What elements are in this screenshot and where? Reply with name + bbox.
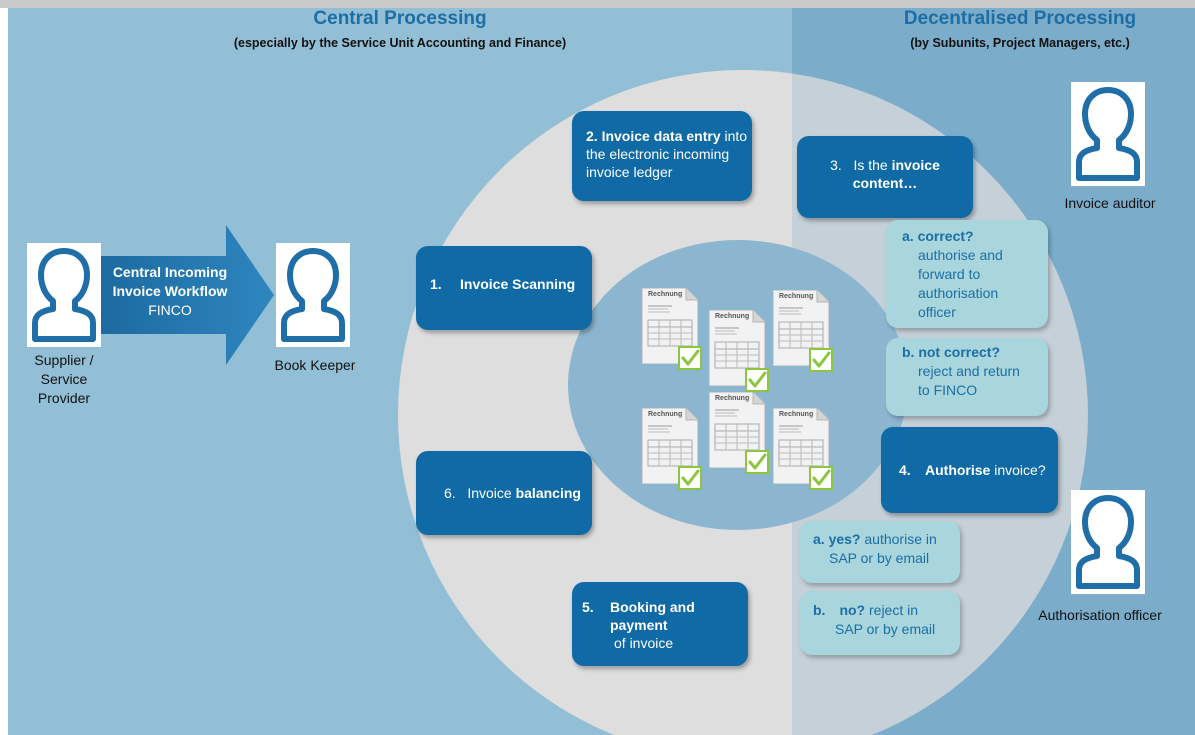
decentralised-processing-subtitle: (by Subunits, Project Managers, etc.)	[910, 36, 1130, 50]
step-label-line3: invoice ledger	[586, 164, 673, 180]
invoice-document-title: Rechnung	[715, 313, 750, 320]
invoice-document-title: Rechnung	[779, 411, 814, 418]
step-check-invoice-content: 3. Is the invoice content…	[797, 136, 973, 218]
officer-label: Authorisation officer	[1038, 607, 1162, 623]
option-letter: a.	[813, 531, 825, 547]
checkmark-icon	[678, 346, 702, 370]
checkmark-icon	[678, 466, 702, 490]
workflow-arrow	[98, 225, 274, 365]
supplier-person-icon	[27, 243, 101, 347]
step-label-bold1: invoice	[891, 157, 940, 173]
option-heading: a. correct?	[902, 228, 974, 244]
step-label-rest: of invoice	[614, 635, 674, 651]
auditor-person-icon	[1071, 82, 1145, 186]
step-invoice-scanning: 1. Invoice Scanning	[416, 246, 592, 330]
checkmark-icon	[745, 368, 769, 392]
invoice-document-title: Rechnung	[648, 411, 683, 418]
invoice-document-icon: Rechnung	[709, 310, 765, 386]
workflow-arrow-line2: Invoice Workflow	[112, 283, 228, 299]
officer-person-icon	[1071, 490, 1145, 594]
option-letter: b.	[813, 602, 826, 618]
step-label-bold: Authorise	[925, 462, 991, 478]
option-line2: SAP or by email	[835, 621, 936, 637]
invoice-document-icon: Rechnung	[642, 288, 698, 364]
supplier-label-line1: Supplier /	[34, 352, 94, 368]
step-authorise-no: b. no? reject in SAP or by email	[800, 591, 960, 655]
step-content-correct: a. correct? authorise and forward to aut…	[886, 220, 1048, 328]
option-line2: SAP or by email	[829, 550, 930, 566]
step-invoice-data-entry: 2. Invoice data entry into the electroni…	[572, 111, 752, 201]
step-label-bold2: content…	[852, 175, 918, 191]
workflow-arrow-line1: Central Incoming	[112, 264, 228, 280]
central-processing-subtitle: (especially by the Service Unit Accounti…	[233, 36, 567, 50]
invoice-document-title: Rechnung	[779, 293, 814, 300]
option-line2: to FINCO	[918, 382, 978, 398]
invoice-document-icon: Rechnung	[773, 290, 829, 366]
step-label-line2: the electronic incoming	[586, 146, 730, 162]
step-invoice-balancing: 6. Invoice balancing	[416, 451, 592, 535]
option-line1: reject and return	[918, 363, 1020, 379]
checkmark-icon	[809, 466, 833, 490]
step-label: Invoice Scanning	[460, 276, 576, 292]
option-rest: reject in	[865, 602, 919, 618]
bookkeeper-person-icon	[276, 243, 350, 347]
step-authorise-invoice: 4. Authorise invoice?	[881, 427, 1058, 513]
step-booking-and-payment: 5. Booking and payment of invoice	[572, 582, 748, 666]
option-rest: authorise in	[860, 531, 937, 547]
decentralised-processing-title: Decentralised Processing	[903, 8, 1137, 29]
step-label-bold2: payment	[610, 617, 668, 633]
supplier-label-line3: Provider	[37, 390, 91, 406]
step-label-rest: invoice?	[990, 462, 1046, 478]
checkmark-icon	[745, 450, 769, 474]
step-number: 5.	[582, 599, 594, 615]
option-line2: forward to	[918, 266, 981, 282]
step-label-rest: into	[720, 128, 748, 144]
step-label-prefix: 3. Is the	[830, 157, 892, 173]
checkmark-icon	[809, 348, 833, 372]
step-label-bold: 2. Invoice data entry	[586, 128, 721, 144]
central-processing-title: Central Processing	[313, 8, 487, 29]
step-content-not-correct: b. not correct? reject and return to FIN…	[886, 338, 1048, 416]
option-bold: no?	[839, 602, 866, 618]
invoice-document-icon: Rechnung	[709, 392, 765, 468]
step-number: 1.	[430, 276, 442, 292]
step-label-bold1: Booking and	[610, 599, 695, 615]
option-bold: yes?	[828, 531, 861, 547]
step-number: 4.	[899, 462, 911, 478]
invoice-document-title: Rechnung	[715, 395, 750, 402]
step-label-prefix: 6. Invoice	[444, 485, 516, 501]
bookkeeper-label: Book Keeper	[274, 357, 356, 373]
step-authorise-yes: a. yes? authorise in SAP or by email	[800, 521, 960, 583]
invoice-document-title: Rechnung	[648, 291, 683, 298]
option-line4: officer	[918, 304, 956, 320]
option-line1: authorise and	[918, 247, 1003, 263]
invoice-document-icon: Rechnung	[773, 408, 829, 484]
workflow-arrow-line3: FINCO	[148, 302, 192, 318]
top-strip	[0, 0, 1195, 8]
invoice-document-icon: Rechnung	[642, 408, 698, 484]
supplier-label-line2: Service	[40, 371, 88, 387]
option-heading: b. not correct?	[902, 344, 1001, 360]
auditor-label: Invoice auditor	[1064, 195, 1156, 211]
step-label-bold: balancing	[515, 485, 581, 501]
option-line3: authorisation	[918, 285, 999, 301]
